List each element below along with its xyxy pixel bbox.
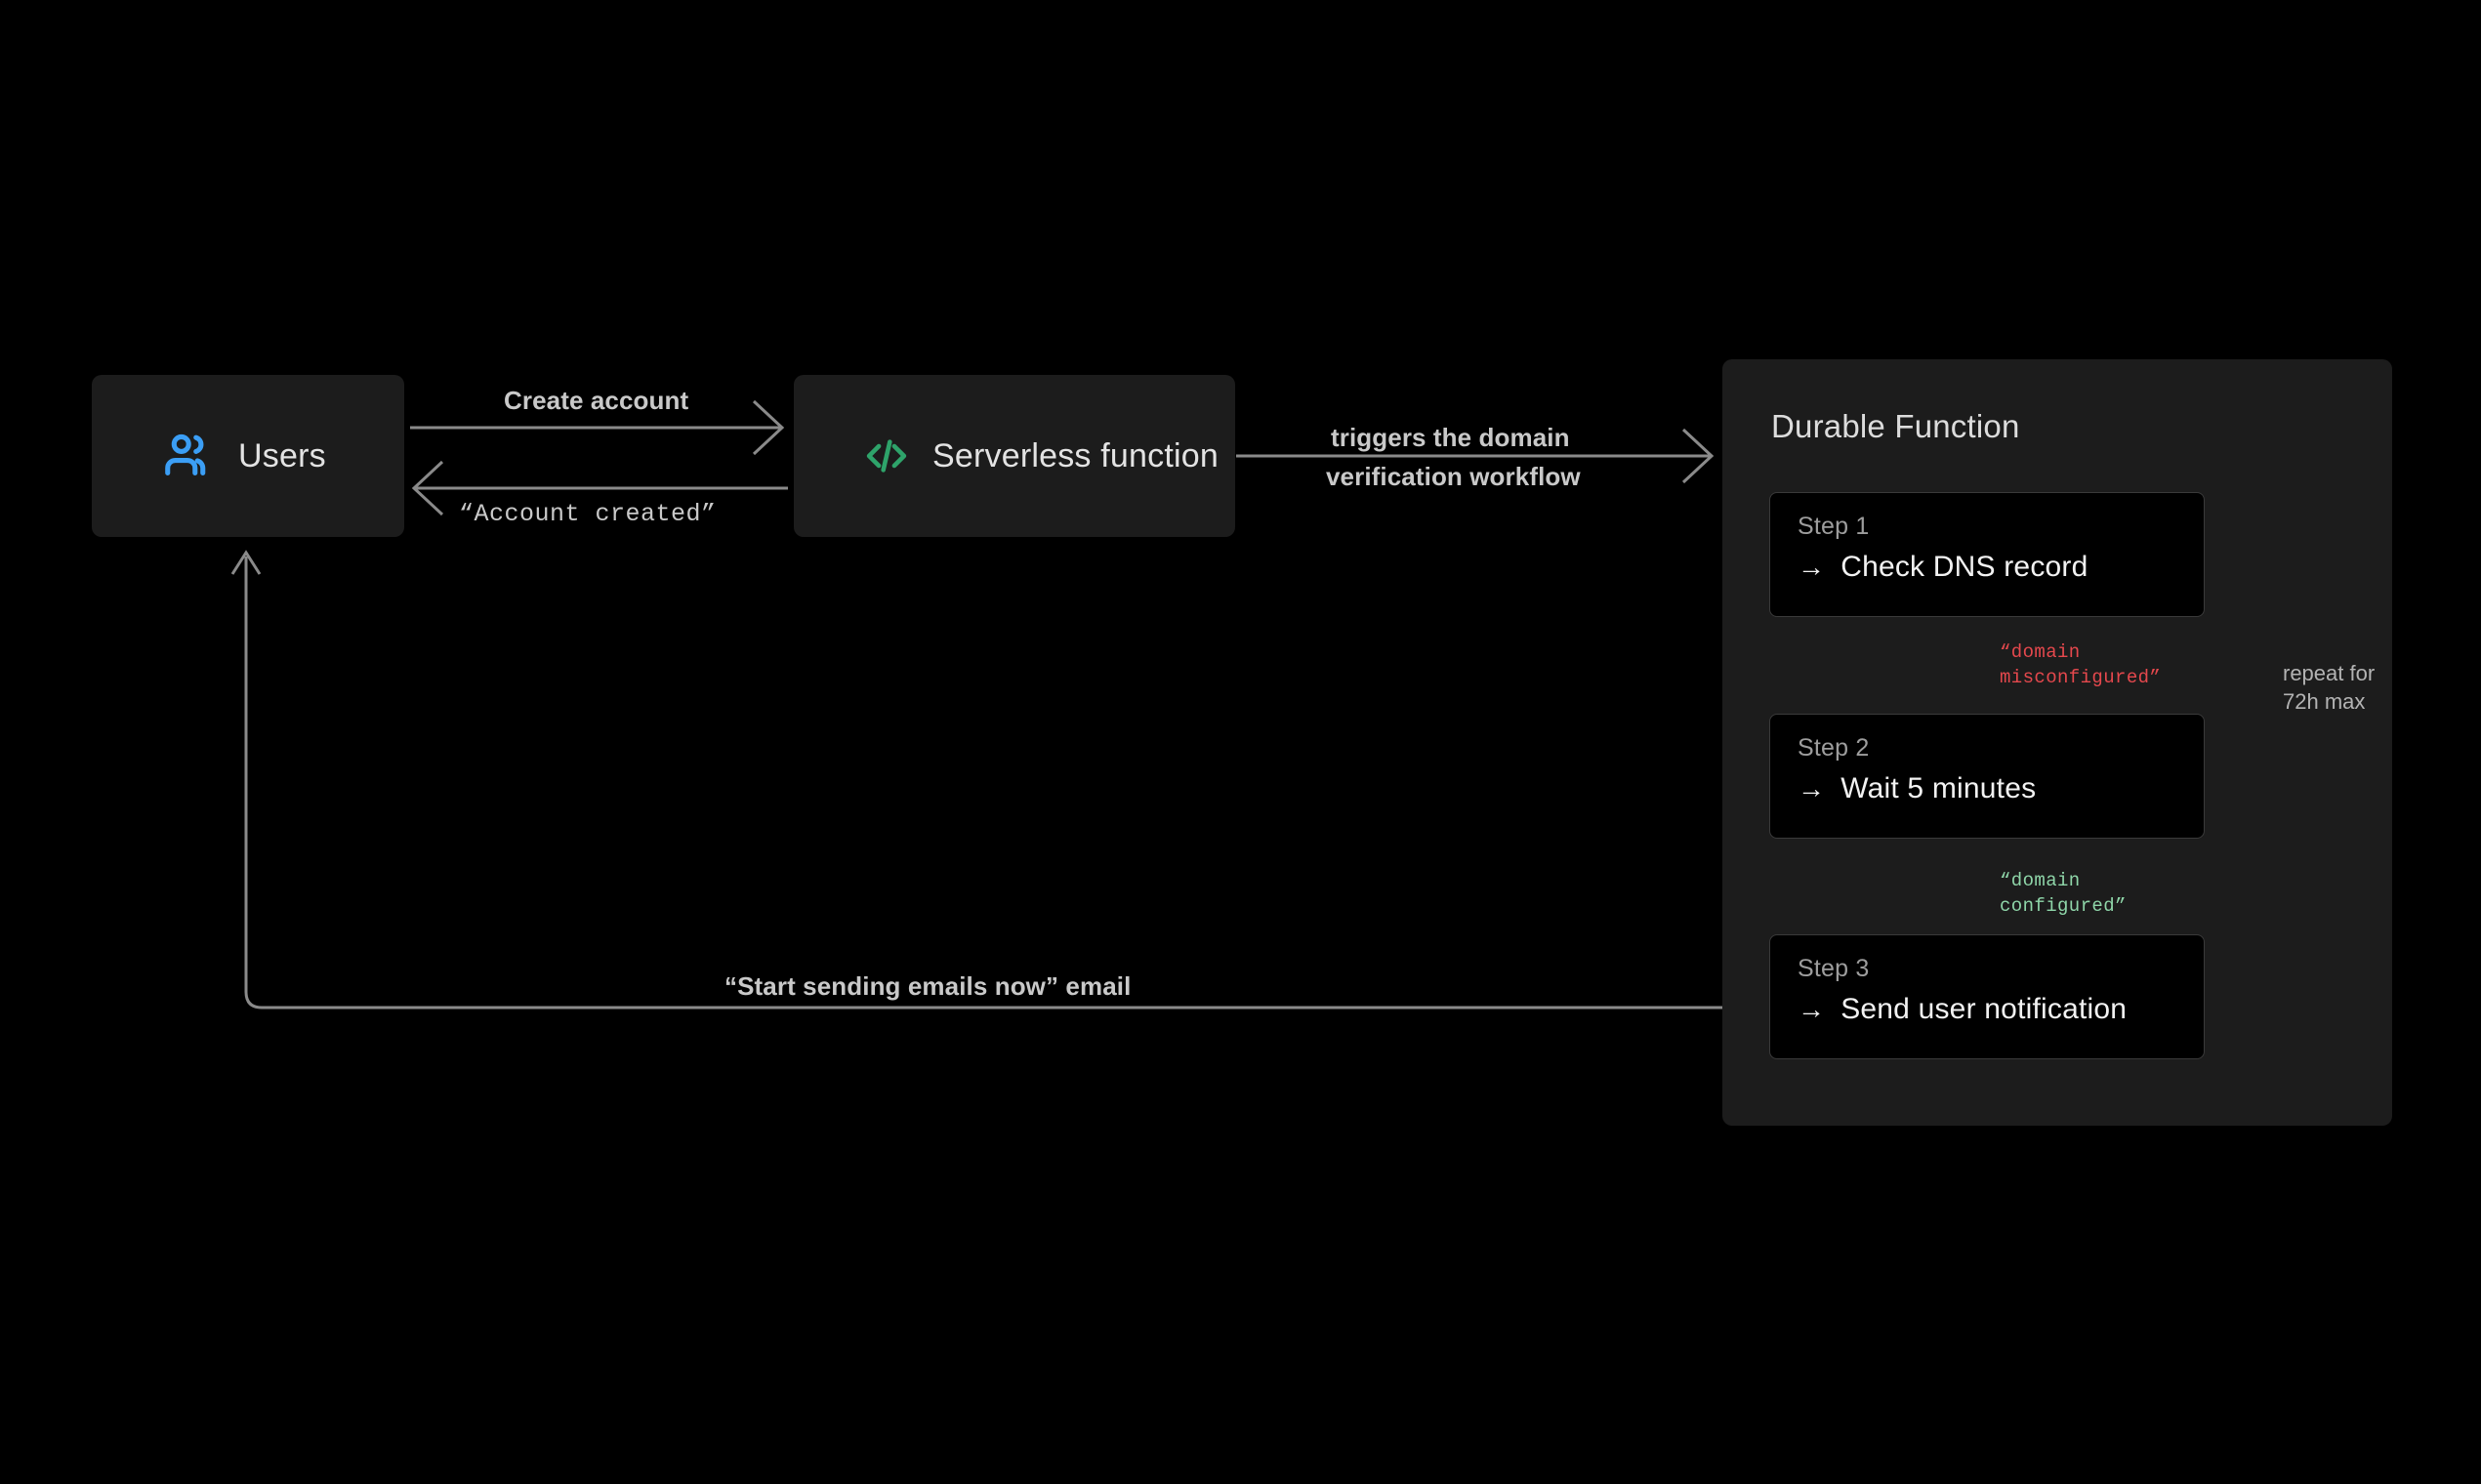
- code-brackets-icon: [862, 432, 911, 480]
- edge-create-account: [410, 399, 785, 456]
- users-icon: [160, 428, 217, 484]
- step-2-action: Wait 5 minutes: [1840, 772, 2037, 804]
- step-3-body: → Send user notification: [1798, 993, 2204, 1026]
- edge-start-sending-email: [230, 550, 1767, 1010]
- edge-label-create-account: Create account: [504, 386, 689, 415]
- step-1-action: Check DNS record: [1840, 551, 2088, 583]
- durable-function-title: Durable Function: [1771, 408, 2020, 444]
- edge-label-start-sending-email: “Start sending emails now” email: [724, 971, 1132, 1001]
- step-2-body: → Wait 5 minutes: [1798, 772, 2204, 805]
- step-2-kicker: Step 2: [1798, 734, 1870, 762]
- edge-label-triggers-line1: triggers the domain: [1331, 423, 1570, 452]
- edge-label-account-created: “Account created”: [459, 500, 717, 528]
- node-users-label: Users: [238, 436, 326, 474]
- node-users[interactable]: Users: [92, 375, 404, 537]
- node-serverless-function[interactable]: Serverless function: [794, 375, 1235, 537]
- step-3-action: Send user notification: [1840, 993, 2128, 1025]
- arrow-right-icon: →: [1798, 773, 1826, 804]
- arrow-right-icon: →: [1798, 552, 1826, 582]
- step-1-kicker: Step 1: [1798, 513, 1870, 540]
- step-card-1[interactable]: Step 1 → Check DNS record: [1769, 492, 2205, 617]
- edge-label-triggers-line2: verification workflow: [1326, 462, 1581, 491]
- step-3-kicker: Step 3: [1798, 955, 1870, 982]
- step-card-3[interactable]: Step 3 → Send user notification: [1769, 934, 2205, 1059]
- node-serverless-label: Serverless function: [932, 436, 1219, 474]
- edge-account-created: [411, 460, 788, 516]
- step-card-2[interactable]: Step 2 → Wait 5 minutes: [1769, 714, 2205, 839]
- edge-triggers-workflow: [1236, 428, 1715, 484]
- node-serverless-content: Serverless function: [794, 432, 1219, 480]
- arrow-right-icon: →: [1798, 994, 1826, 1024]
- node-users-content: Users: [92, 428, 326, 484]
- step-1-body: → Check DNS record: [1798, 551, 2204, 584]
